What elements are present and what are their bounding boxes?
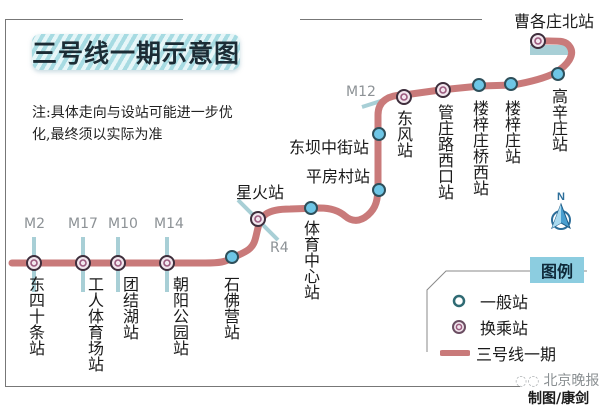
general-stations xyxy=(225,67,565,264)
transfer-line-label-m14: M14 xyxy=(154,216,184,232)
map-frame-left-border xyxy=(5,19,6,386)
map-title-banner: 三号线一期示意图 xyxy=(32,34,240,70)
station-louzizhuangqiaoxi xyxy=(472,78,486,92)
station-label-tiyuzhongxin: 体育中心站 xyxy=(301,220,320,300)
station-gongrentiyuchang xyxy=(75,255,91,271)
station-shifoying xyxy=(225,250,239,264)
author-credit: 制图/康剑 xyxy=(528,391,590,407)
station-label-guanzhuangluxikou: 管庄路西口站 xyxy=(435,104,454,200)
north-compass: N xyxy=(548,190,574,238)
station-label-chaoyanggongyuan: 朝阳公园站 xyxy=(170,276,189,356)
legend-item-general-station: 一般站 xyxy=(448,289,528,313)
transfer-line-label-m12: M12 xyxy=(346,84,376,100)
legend-item-transfer-station: 换乘站 xyxy=(448,315,528,339)
station-label-dongbazhongjie: 东坝中街站 xyxy=(289,138,370,157)
station-label-louzizhuang: 楼梓庄站 xyxy=(502,100,521,164)
map-title: 三号线一期示意图 xyxy=(32,39,241,68)
legend-label-line: 三号线一期 xyxy=(476,345,557,364)
station-label-pingfangcun: 平房村站 xyxy=(306,167,371,186)
compass-n-label: N xyxy=(557,191,565,203)
station-label-gongrentiyuchang: 工人体育场站 xyxy=(85,276,104,372)
station-label-dongsishitiao: 东四十条站 xyxy=(26,276,45,356)
legend-title: 图例 xyxy=(530,257,584,283)
station-chaoyanggongyuan xyxy=(159,255,175,271)
transfer-line-label-r4: R4 xyxy=(270,240,289,256)
station-xinghuo xyxy=(250,211,266,227)
source-credit: ◌◌北京晚报 xyxy=(515,370,599,390)
station-label-caogezhuangbei: 曹各庄北站 xyxy=(514,12,595,31)
station-guanzhuangluxikou xyxy=(435,82,451,98)
map-frame-bottom-border xyxy=(5,386,520,387)
map-frame-top-border-right xyxy=(300,19,482,20)
station-label-louzizhuangqiaoxi: 楼梓庄桥西站 xyxy=(470,100,489,196)
station-dongbazhongjie xyxy=(372,127,386,141)
map-note: 注:具体走向与设站可能进一步优化,最终须以实际为准 xyxy=(32,105,233,143)
transfer-stations xyxy=(26,33,546,271)
legend-item-line: 三号线一期 xyxy=(440,341,556,365)
transfer-station-icon xyxy=(452,320,466,334)
station-label-shifoying: 石佛营站 xyxy=(221,276,240,340)
station-dongfeng xyxy=(396,89,412,105)
station-label-dongfeng: 东风站 xyxy=(394,110,413,158)
crossing-block-caogezhuang xyxy=(530,45,568,55)
legend-label-general-station: 一般站 xyxy=(480,293,529,312)
transfer-line-label-m2: M2 xyxy=(24,216,45,232)
station-gaoxinzhuang xyxy=(551,67,565,81)
station-tuanjiehu xyxy=(110,255,126,271)
transfer-line-label-m17: M17 xyxy=(68,216,98,232)
general-station-icon xyxy=(452,294,466,308)
station-louzizhuang xyxy=(504,77,518,91)
line-3-icon xyxy=(440,350,470,356)
legend-label-transfer-station: 换乘站 xyxy=(480,319,529,338)
transfer-line-label-m10: M10 xyxy=(108,216,138,232)
station-label-gaoxinzhuang: 高辛庄站 xyxy=(549,88,568,152)
station-label-tuanjiehu: 团结湖站 xyxy=(120,276,139,340)
station-pingfangcun xyxy=(372,183,386,197)
station-tiyuzhongxin xyxy=(304,201,318,215)
wechat-icon: ◌◌ xyxy=(515,373,540,389)
station-label-xinghuo: 星火站 xyxy=(236,183,285,202)
map-frame-top-border xyxy=(5,19,183,20)
station-dongsishitiao xyxy=(26,255,42,271)
source-name: 北京晚报 xyxy=(543,373,600,389)
station-caogezhuangbei xyxy=(530,33,546,49)
